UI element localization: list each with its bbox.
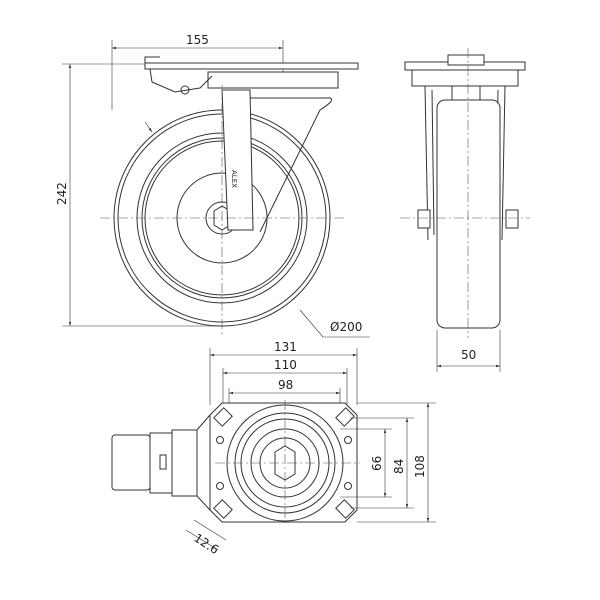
brake-pedal [111, 414, 211, 511]
side-view: 155 242 ALEX Ø200 [55, 33, 370, 338]
dim-50: 50 [461, 348, 476, 362]
diameter-leader [299, 309, 370, 338]
dim-84: 84 [392, 459, 406, 474]
dim-diameter-200: Ø200 [330, 320, 362, 334]
logo-alex: ALEX [230, 170, 238, 188]
dim-98: 98 [278, 378, 293, 392]
mounting-holes [213, 407, 355, 519]
dim-108: 108 [413, 455, 427, 478]
top-view: 131 110 98 108 84 66 12.6 [111, 340, 436, 557]
dim-131: 131 [274, 340, 297, 354]
dim-242: 242 [55, 182, 69, 205]
front-view: 50 [400, 48, 530, 372]
dim-12-6: 12.6 [191, 531, 221, 557]
dim-66: 66 [370, 456, 384, 471]
dim-155: 155 [186, 33, 209, 47]
dim-110: 110 [274, 358, 297, 372]
